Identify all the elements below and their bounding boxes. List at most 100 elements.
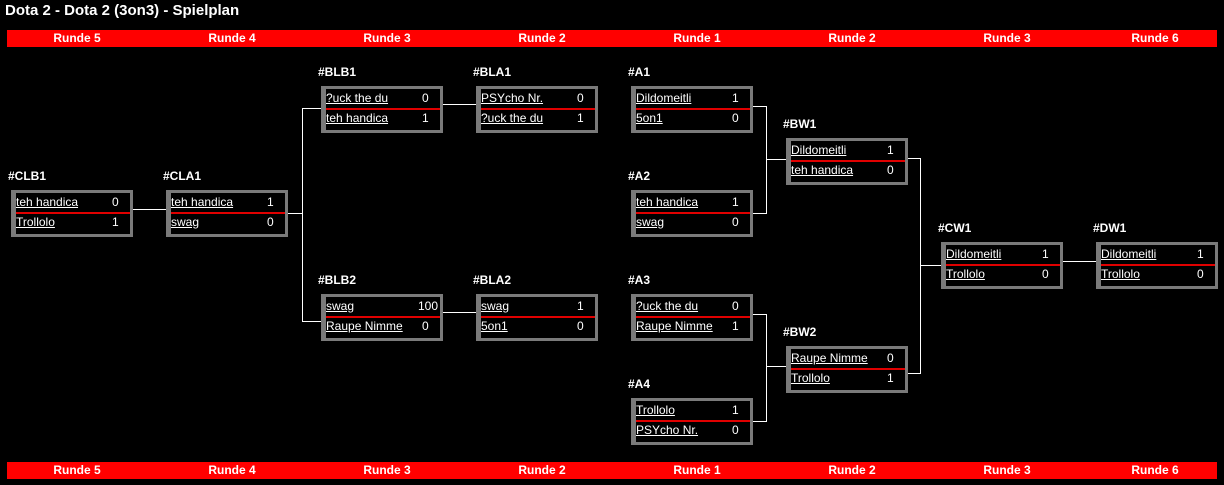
- player-score: 1: [1197, 247, 1204, 261]
- player-link[interactable]: teh handica: [171, 195, 234, 209]
- match-box: swag 100 Raupe Nimme 0: [321, 294, 443, 341]
- player-score: 1: [732, 319, 739, 333]
- player-link[interactable]: PSYcho Nr.: [481, 91, 544, 105]
- player-score: 1: [732, 403, 739, 417]
- player-link[interactable]: swag: [171, 215, 200, 229]
- player-score: 0: [422, 91, 429, 105]
- player-link[interactable]: teh handica: [326, 111, 389, 125]
- round-header: Runde 2: [518, 463, 566, 477]
- round-header: Runde 2: [828, 463, 876, 477]
- player-link[interactable]: Dildomeitli: [636, 91, 692, 105]
- bracket-connector: [1063, 261, 1096, 262]
- bracket-connector: [908, 373, 920, 374]
- match-label: #A4: [628, 377, 651, 391]
- match-player-row: Dildomeitli 1: [1101, 246, 1215, 266]
- round-header: Runde 1: [673, 463, 721, 477]
- player-score: 0: [422, 319, 429, 333]
- player-score: 0: [732, 423, 739, 437]
- bracket-connector: [753, 314, 766, 315]
- match-player-row: Raupe Nimme 1: [636, 318, 750, 336]
- player-link[interactable]: Trollolo: [946, 267, 985, 281]
- player-score: 0: [887, 163, 894, 177]
- match-player-row: Trollolo 0: [946, 266, 1060, 284]
- player-link[interactable]: swag: [326, 299, 355, 313]
- player-link[interactable]: ?uck the du: [481, 111, 544, 125]
- match-player-row: Dildomeitli 1: [636, 90, 750, 110]
- bracket-connector: [133, 209, 166, 210]
- bracket-connector: [920, 265, 941, 266]
- player-link[interactable]: Dildomeitli: [946, 247, 1002, 261]
- player-score: 1: [267, 195, 274, 209]
- match-label: #A1: [628, 65, 651, 79]
- bracket-connector: [920, 158, 921, 374]
- match-label: #BLA2: [473, 273, 512, 287]
- round-header: Runde 3: [363, 31, 411, 45]
- player-score: 0: [887, 351, 894, 365]
- player-link[interactable]: teh handica: [636, 195, 699, 209]
- round-header: Runde 2: [518, 31, 566, 45]
- bracket-connector: [766, 314, 767, 422]
- player-score: 0: [732, 215, 739, 229]
- match-label: #BW1: [783, 117, 817, 131]
- round-header: Runde 4: [208, 463, 256, 477]
- match-box: teh handica 1 swag 0: [631, 190, 753, 237]
- round-header: Runde 6: [1131, 463, 1179, 477]
- player-link[interactable]: Raupe Nimme: [326, 319, 403, 333]
- player-link[interactable]: Trollolo: [791, 371, 830, 385]
- player-link[interactable]: swag: [481, 299, 510, 313]
- player-score: 0: [577, 91, 584, 105]
- player-score: 1: [732, 195, 739, 209]
- bracket-connector: [766, 106, 767, 214]
- player-link[interactable]: ?uck the du: [326, 91, 389, 105]
- match-player-row: Raupe Nimme 0: [791, 350, 905, 370]
- player-link[interactable]: Trollolo: [636, 403, 675, 417]
- match-label: #BLB2: [318, 273, 357, 287]
- match-box: ?uck the du 0 teh handica 1: [321, 86, 443, 133]
- player-link[interactable]: Raupe Nimme: [636, 319, 713, 333]
- player-score: 1: [422, 111, 429, 125]
- player-link[interactable]: Dildomeitli: [1101, 247, 1157, 261]
- player-score: 0: [112, 195, 119, 209]
- player-link[interactable]: teh handica: [16, 195, 79, 209]
- round-header: Runde 3: [983, 31, 1031, 45]
- player-score: 0: [1042, 267, 1049, 281]
- match-player-row: teh handica 0: [791, 162, 905, 180]
- player-score: 1: [732, 91, 739, 105]
- player-link[interactable]: ?uck the du: [636, 299, 699, 313]
- player-link[interactable]: 5on1: [481, 319, 508, 333]
- match-player-row: teh handica 0: [16, 194, 130, 214]
- match-player-row: teh handica 1: [171, 194, 285, 214]
- player-link[interactable]: 5on1: [636, 111, 663, 125]
- round-header-bar-top: Runde 5 Runde 4 Runde 3 Runde 2 Runde 1 …: [7, 30, 1217, 47]
- player-link[interactable]: teh handica: [791, 163, 854, 177]
- match-player-row: swag 100: [326, 298, 440, 318]
- match-label: #BW2: [783, 325, 817, 339]
- match-player-row: swag 0: [636, 214, 750, 232]
- player-link[interactable]: Dildomeitli: [791, 143, 847, 157]
- round-header: Runde 6: [1131, 31, 1179, 45]
- player-link[interactable]: PSYcho Nr.: [636, 423, 699, 437]
- player-link[interactable]: Trollolo: [1101, 267, 1140, 281]
- player-link[interactable]: Raupe Nimme: [791, 351, 868, 365]
- player-score: 1: [577, 299, 584, 313]
- player-link[interactable]: Trollolo: [16, 215, 55, 229]
- bracket-connector: [302, 108, 321, 109]
- player-link[interactable]: swag: [636, 215, 665, 229]
- bracket-connector: [302, 321, 321, 322]
- match-box: Trollolo 1 PSYcho Nr. 0: [631, 398, 753, 445]
- bracket-connector: [443, 104, 476, 105]
- player-score: 100: [418, 299, 439, 313]
- bracket-connector: [753, 421, 766, 422]
- match-player-row: ?uck the du 0: [326, 90, 440, 110]
